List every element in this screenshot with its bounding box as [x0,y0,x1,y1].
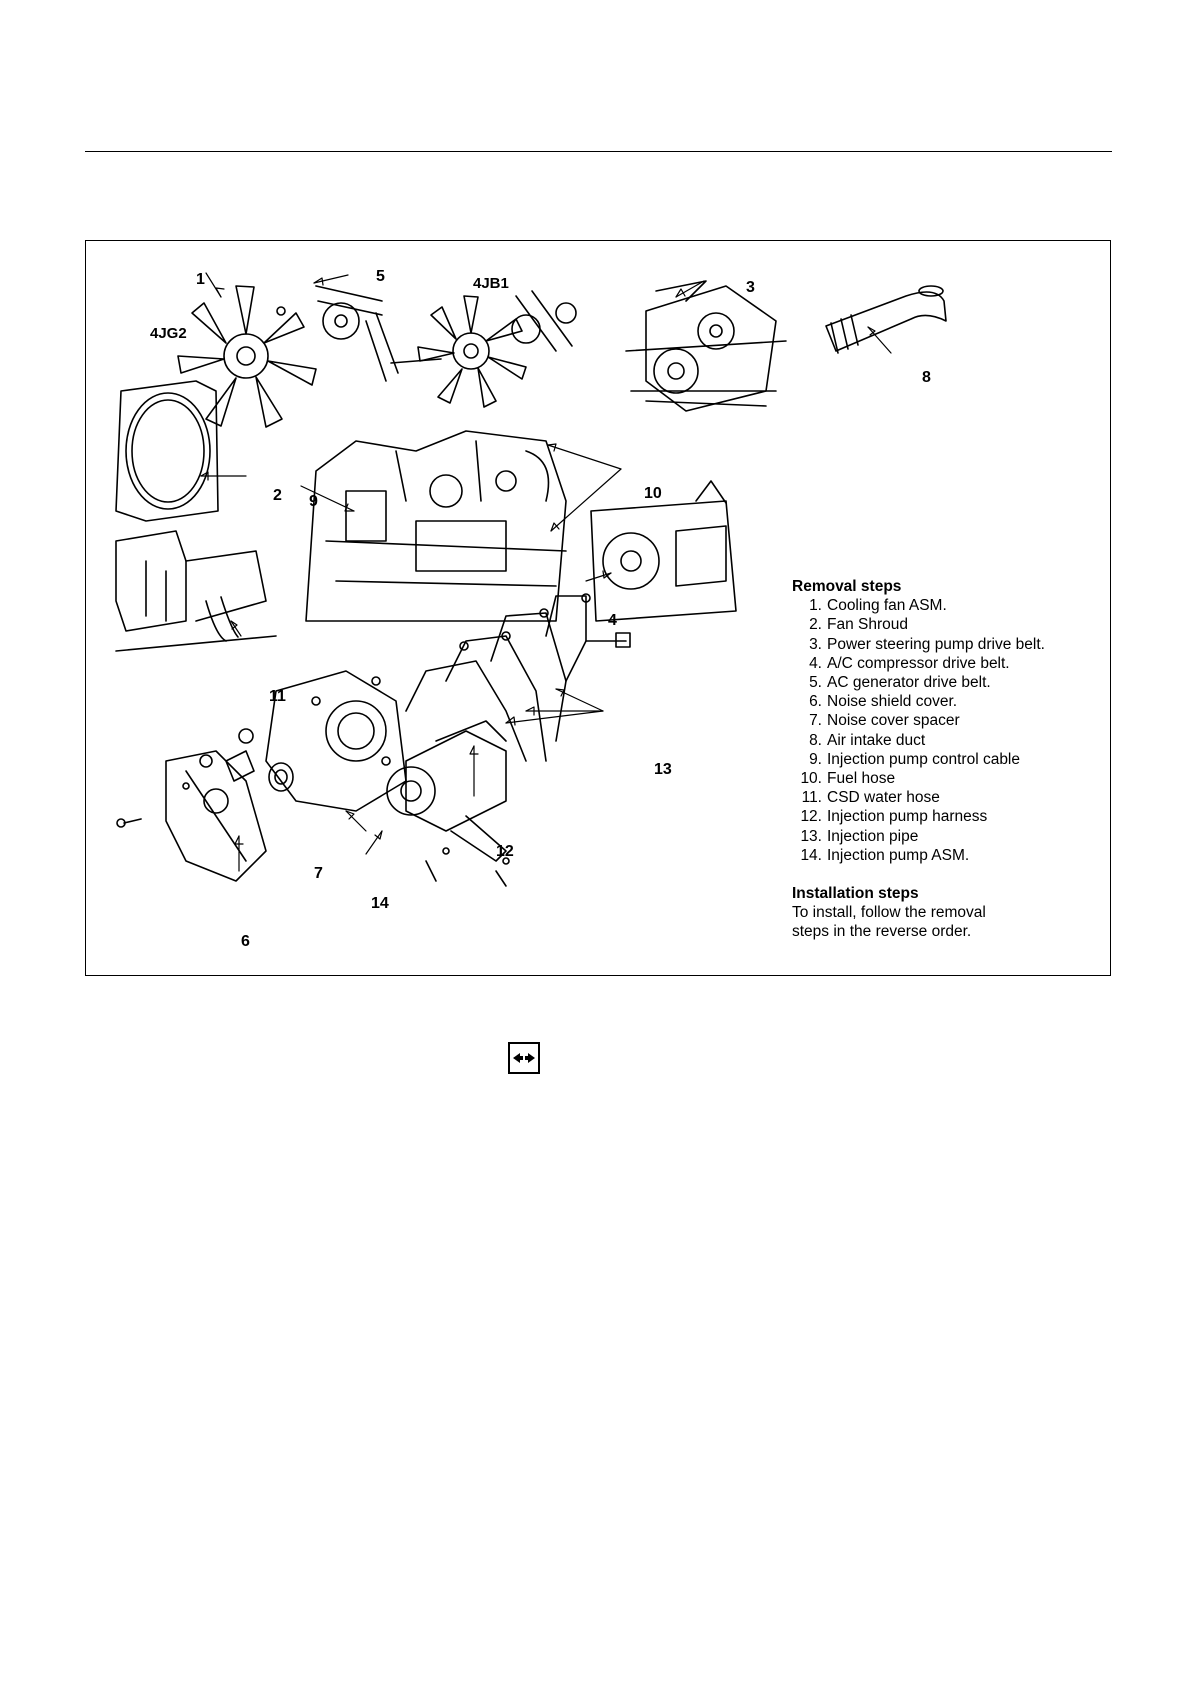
step-number: 1. [809,597,822,615]
exploded-view-figure: 4JG2 4JB1 1 2 3 4 5 6 7 8 9 10 11 12 13 … [85,240,1111,976]
step-text: Air intake duct [827,731,926,749]
step-text: Power steering pump drive belt. [827,635,1045,653]
header-rule [85,151,1112,152]
step-number: 11. [801,789,822,807]
step-text: A/C compressor drive belt. [827,654,1010,672]
csd-water-hose-area [115,530,277,652]
callout-13: 13 [654,761,672,778]
noise-cover-spacer [199,728,255,782]
callout-1: 1 [196,271,205,288]
removal-steps-panel: Removal steps 1. Cooling fan ASM. 2. Fan S… [792,577,1102,942]
cooling-fan-4jb1 [390,290,577,408]
injection-pump-assembly [386,720,510,887]
removal-step: 9. Injection pump control cable [792,750,1102,769]
callout-7: 7 [314,865,323,882]
installation-line-2: steps in the reverse order. [792,923,972,941]
removal-step: 3. Power steering pump drive belt. [792,635,1102,654]
step-text: Fan Shroud [827,616,908,634]
injection-pump-installed [305,430,567,622]
step-text: Noise shield cover. [827,693,958,711]
step-text: Injection pump ASM. [827,846,970,864]
callout-11: 11 [269,688,286,705]
step-text: AC generator drive belt. [827,674,991,692]
timing-gear-case [265,670,407,812]
noise-shield-cover [116,750,267,882]
callout-8: 8 [922,369,931,386]
double-arrow-icon[interactable] [508,1042,540,1074]
removal-step: 10. Fuel hose [792,769,1102,788]
step-number: 8. [809,731,822,749]
callout-6: 6 [241,933,250,950]
step-number: 5. [809,674,822,692]
removal-step: 14. Injection pump ASM. [792,846,1102,865]
leader-lines [200,272,892,872]
removal-step: 4. A/C compressor drive belt. [792,654,1102,673]
removal-step: 13. Injection pipe [792,827,1102,846]
cooling-fan-4jg2 [177,285,399,428]
installation-steps-heading: Installation steps [792,885,919,903]
callout-10: 10 [644,485,662,502]
air-intake-duct [825,285,947,354]
callout-14: 14 [371,895,389,912]
removal-step: 7. Noise cover spacer [792,711,1102,730]
step-text: Noise cover spacer [827,712,960,730]
step-text: Injection pump harness [827,808,988,826]
removal-step: 8. Air intake duct [792,731,1102,750]
exploded-view-illustration [115,272,947,887]
step-number: 9. [809,750,822,768]
step-number: 4. [809,654,822,672]
removal-steps-list: 1. Cooling fan ASM. 2. Fan Shroud 3. Power … [792,596,1102,865]
step-number: 6. [809,693,822,711]
injection-pipes [405,593,631,762]
removal-step: 6. Noise shield cover. [792,692,1102,711]
step-number: 3. [809,635,822,653]
step-text: CSD water hose [827,789,940,807]
spacer [792,865,1102,884]
callout-2: 2 [273,487,282,504]
removal-steps-heading: Removal steps [792,578,902,595]
step-number: 2. [809,616,822,634]
fan-shroud [115,380,219,522]
removal-step: 12. Injection pump harness [792,807,1102,826]
step-text: Cooling fan ASM. [827,597,947,615]
installation-line-1: To install, follow the removal [792,904,986,922]
step-text: Injection pump control cable [827,750,1021,768]
step-number: 14. [800,846,822,864]
callout-4: 4 [608,612,617,629]
step-number: 10. [800,770,822,788]
removal-step: 11. CSD water hose [792,788,1102,807]
engine-label-4jg2: 4JG2 [150,325,187,342]
removal-step: 2. Fan Shroud [792,615,1102,634]
ac-compressor-area [590,480,737,622]
double-arrow-glyph [513,1053,535,1063]
callout-9: 9 [309,493,318,510]
step-number: 13. [800,827,822,845]
removal-step: 5. AC generator drive belt. [792,673,1102,692]
removal-step: 1. Cooling fan ASM. [792,596,1102,615]
step-number: 12. [800,808,822,826]
engine-label-4jb1: 4JB1 [473,275,509,292]
power-steering-pump [625,280,787,412]
step-text: Fuel hose [827,770,896,788]
callout-5: 5 [376,268,385,285]
step-number: 7. [809,712,822,730]
callout-12: 12 [496,843,514,860]
step-text: Injection pipe [827,827,919,845]
callout-3: 3 [746,279,755,296]
